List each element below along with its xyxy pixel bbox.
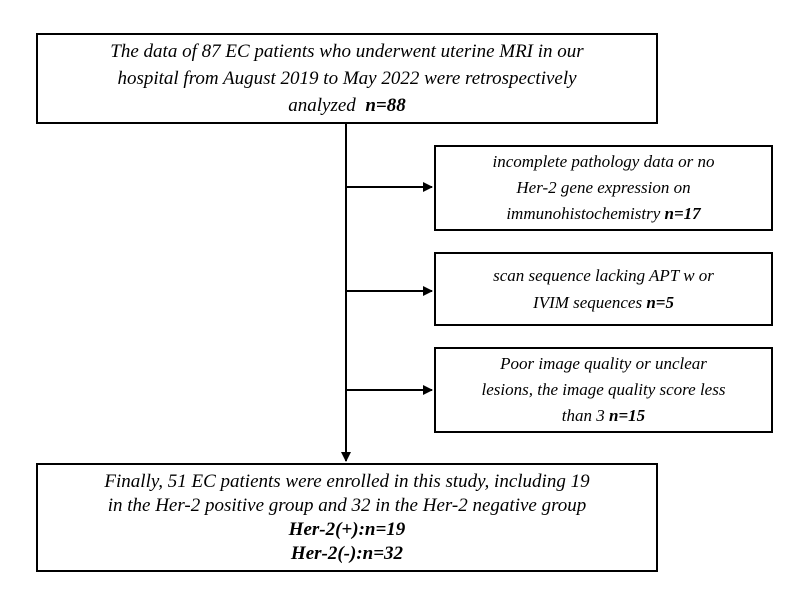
exclusion-line: incomplete pathology data or no bbox=[492, 152, 715, 171]
group-her2-negative: Her-2(-):n=32 bbox=[290, 542, 404, 564]
exclusion-count: n=5 bbox=[646, 293, 674, 312]
final-line: in the Her-2 positive group and 32 in th… bbox=[107, 494, 587, 516]
enrollment-line-last: analyzed n=88 bbox=[288, 95, 406, 116]
exclusion-count: n=15 bbox=[609, 406, 646, 425]
final-line: Finally, 51 EC patients were enrolled in… bbox=[104, 470, 590, 492]
exclusion-box-quality: Poor image quality or unclear lesions, t… bbox=[434, 347, 773, 433]
final-cohort-box: Finally, 51 EC patients were enrolled in… bbox=[36, 463, 658, 572]
enrollment-line: The data of 87 EC patients who underwent… bbox=[110, 41, 584, 62]
enrollment-count: n=88 bbox=[365, 95, 406, 116]
exclusion-box-sequence: scan sequence lacking APT w or IVIM sequ… bbox=[434, 252, 773, 326]
exclusion-box-pathology: incomplete pathology data or no Her-2 ge… bbox=[434, 145, 773, 231]
exclusion-line: Poor image quality or unclear bbox=[500, 354, 707, 373]
exclusion-line: lesions, the image quality score less bbox=[481, 380, 726, 399]
exclusion-count: n=17 bbox=[664, 204, 701, 223]
exclusion-line: Her-2 gene expression on bbox=[516, 178, 691, 197]
exclusion-line: scan sequence lacking APT w or bbox=[493, 266, 714, 285]
exclusion-line-last: than 3 n=15 bbox=[561, 406, 646, 425]
enrollment-line: hospital from August 2019 to May 2022 we… bbox=[117, 68, 577, 89]
exclusion-line-last: immunohistochemistry n=17 bbox=[506, 204, 701, 223]
enrollment-box: The data of 87 EC patients who underwent… bbox=[36, 33, 658, 124]
group-her2-positive: Her-2(+):n=19 bbox=[288, 518, 406, 540]
exclusion-line-last: IVIM sequences n=5 bbox=[533, 293, 674, 312]
